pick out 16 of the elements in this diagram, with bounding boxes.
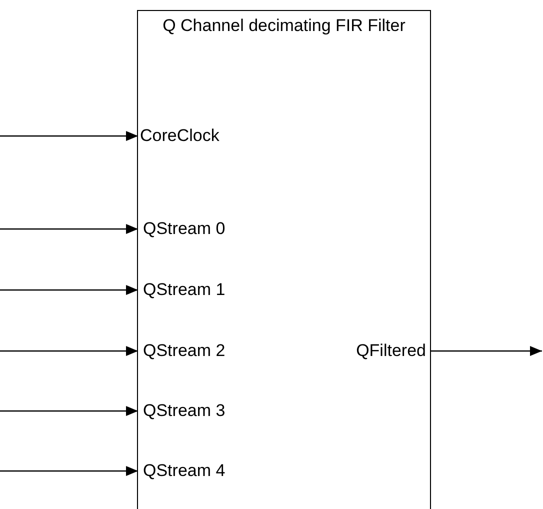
signal-arrow bbox=[0, 346, 138, 356]
port-label: QFiltered bbox=[356, 339, 430, 363]
port-label: QStream 2 bbox=[138, 339, 226, 363]
port-label: QStream 0 bbox=[138, 217, 226, 241]
signal-arrow bbox=[0, 224, 138, 234]
signal-arrow bbox=[0, 406, 138, 416]
port-label: QStream 1 bbox=[138, 278, 226, 302]
port-label: QStream 4 bbox=[138, 459, 226, 483]
signal-arrow bbox=[430, 346, 542, 356]
signal-arrow bbox=[0, 466, 138, 476]
signal-arrow bbox=[0, 285, 138, 295]
signal-arrow bbox=[0, 131, 138, 141]
filter-block bbox=[137, 10, 431, 509]
port-label: CoreClock bbox=[138, 124, 220, 148]
block-title: Q Channel decimating FIR Filter bbox=[162, 15, 406, 37]
port-label: QStream 3 bbox=[138, 399, 226, 423]
